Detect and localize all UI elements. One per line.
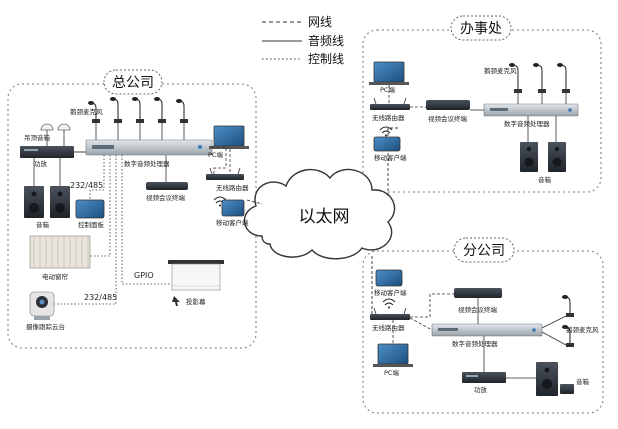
hq-label-curtain: 电动窗帘 [42,272,69,281]
office-title: 办事处 [460,21,502,37]
branch-region: 移动客户端 无线路由器 视频会议终端 数字音频处理器 [370,269,599,396]
office-mobile-client-device [373,136,401,152]
office-gooseneck-mics [509,63,570,93]
hq-curtain-device [29,235,91,269]
branch-label-pc: PC端 [384,368,399,377]
office-speakers [520,142,566,172]
hq-projector-pointer-icon [172,296,180,306]
office-label-pc: PC端 [380,85,395,94]
hq-label-speaker: 音箱 [36,220,50,229]
hq-label-ceiling-speaker: 吊顶音箱 [24,133,51,142]
branch-speakers [536,362,574,396]
office-label-mobile-client: 移动客户端 [374,153,407,162]
office-label-dsp: 数字音频处理器 [504,119,550,128]
office-dsp-device [483,103,579,117]
legend: 网线 音频线 控制线 [262,15,344,66]
hq-label-mobile-client: 移动客户端 [216,218,249,227]
office-wifi-icon [379,126,393,137]
hq-label-dsp: 数字音频处理器 [124,159,170,168]
hq-label-gpio: GPIO [134,271,154,280]
branch-wifi-icon [382,298,396,309]
office-title-tab: 办事处 [450,15,512,41]
hq-region: 鹅颈麦克风 吊顶音箱 功放 数字音频处理器 PC端 [20,97,249,331]
office-video-terminal-device [426,100,470,110]
branch-title-tab: 分公司 [453,237,515,263]
hq-mobile-client-device [221,199,245,217]
hq-title-tab: 总公司 [103,69,163,95]
cloud-label: 以太网 [299,207,350,227]
hq-cloud-link [246,199,263,205]
office-label-router: 无线路由器 [372,113,405,122]
branch-pc-device [373,343,413,367]
branch-label-speaker: 音箱 [576,377,590,386]
branch-mobile-client-device [375,269,403,287]
hq-label-rs232b: 232/485 [84,293,117,302]
hq-label-amplifier: 功放 [34,159,48,168]
legend-audio-label: 音频线 [308,33,344,48]
hq-title: 总公司 [112,75,154,91]
hq-projector-screen-device [168,260,224,291]
hq-amplifier-device [20,146,74,158]
branch-gooseneck-mics [562,295,574,347]
hq-camera-device [29,291,55,320]
hq-label-projector-screen: 投影幕 [186,297,206,306]
hq-video-terminal-device [146,182,188,190]
office-cloud-link [387,127,398,196]
office-label-video-terminal: 视频会议终端 [428,114,468,123]
hq-speakers [24,186,70,218]
branch-label-amplifier: 功放 [474,385,488,394]
office-router-device [370,97,410,110]
legend-control-label: 控制线 [308,52,344,66]
hq-ceiling-speakers [40,123,71,131]
hq-label-rs232: 232/485 [70,181,103,190]
hq-label-router: 无线路由器 [216,183,249,192]
branch-router-device [370,307,410,320]
branch-label-gooseneck-mic: 鹅颈麦克风 [566,325,599,334]
hq-pc-device [209,125,249,149]
hq-label-video-terminal: 视频会议终端 [146,193,186,202]
office-region: 鹅颈麦克风 PC端 无线路由器 移动客户端 视频会议终端 [369,61,579,184]
ethernet-cloud: 以太网 [244,168,396,260]
hq-label-camera: 摄像跟踪云台 [26,322,65,331]
office-label-speaker: 音箱 [538,175,552,184]
office-pc-device [369,61,409,85]
hq-label-pc: PC端 [208,150,223,159]
branch-label-router: 无线路由器 [372,323,405,332]
hq-label-control-panel: 控制面板 [78,220,105,229]
hq-router-device [206,167,244,180]
branch-amplifier-device [462,372,506,383]
cloud-shape [244,168,396,260]
branch-title: 分公司 [463,243,505,259]
hq-control-panel-device [75,199,105,219]
branch-label-mobile-client: 移动客户端 [374,288,407,297]
office-label-gooseneck-mic: 鹅颈麦克风 [484,66,517,75]
hq-label-gooseneck-mic: 鹅颈麦克风 [70,107,103,116]
legend-network-label: 网线 [308,15,332,29]
branch-label-dsp: 数字音频处理器 [452,339,498,348]
hq-gooseneck-mics [88,97,188,123]
branch-video-terminal-device [454,288,502,298]
